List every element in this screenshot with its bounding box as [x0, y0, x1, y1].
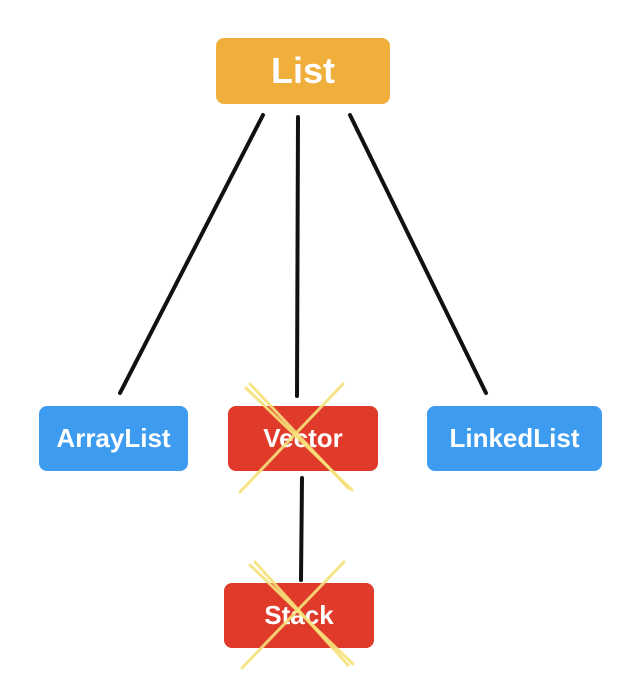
- vector-node-label: Vector: [263, 423, 343, 453]
- edge-list-linkedlist: [348, 113, 488, 395]
- linkedlist-node-label: LinkedList: [449, 423, 580, 453]
- edge-vector-stack: [299, 476, 304, 582]
- stack-node: Stack: [224, 583, 374, 648]
- arraylist-node-label: ArrayList: [56, 423, 171, 453]
- linkedlist-node: LinkedList: [427, 406, 602, 471]
- vector-node: Vector: [228, 406, 378, 471]
- arraylist-node: ArrayList: [39, 406, 188, 471]
- edge-list-vector: [295, 115, 300, 398]
- list-node: List: [216, 38, 390, 104]
- stack-node-label: Stack: [264, 600, 334, 630]
- list-node-label: List: [270, 50, 335, 91]
- edge-list-arraylist: [118, 113, 265, 395]
